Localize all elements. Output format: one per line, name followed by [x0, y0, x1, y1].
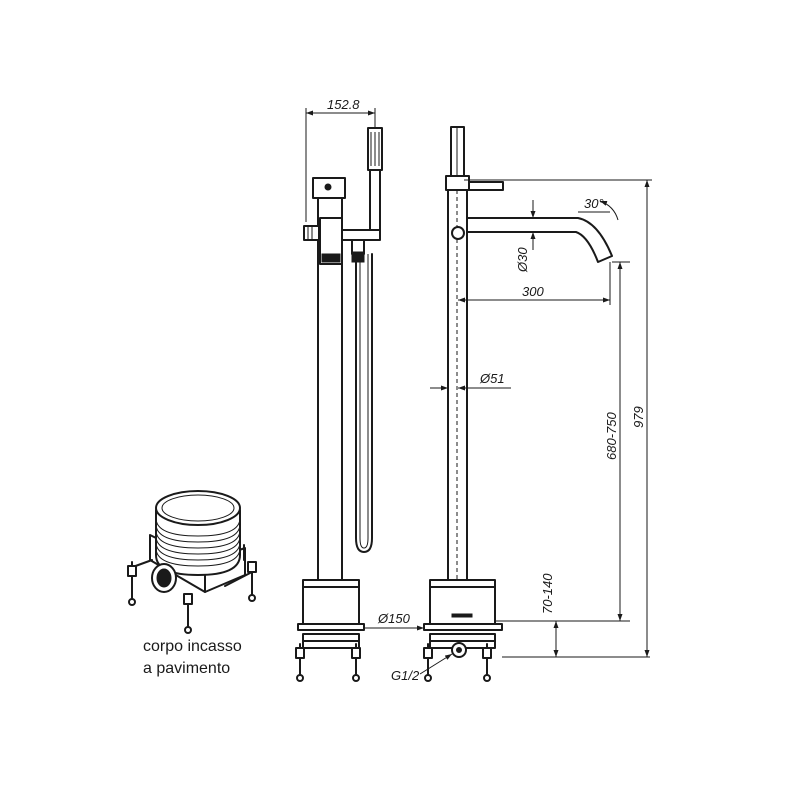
dim-spout-reach: 300 — [522, 284, 544, 299]
dim-total-height: 979 — [631, 406, 646, 428]
side-floor-plate — [297, 623, 365, 631]
side-base-body — [302, 586, 360, 625]
front-mixer-body — [445, 175, 470, 191]
front-lever — [468, 181, 504, 191]
side-hand-shower-handle — [369, 169, 381, 231]
side-spout-outlet — [321, 253, 341, 263]
front-base-body — [429, 586, 496, 625]
embedded-cap — [155, 490, 241, 526]
side-hose-nut — [351, 251, 365, 263]
side-shower-holder — [341, 229, 381, 241]
side-base-flange — [302, 579, 360, 588]
front-view: 30° Ø30 300 Ø51 Ø150 G1/2 — [365, 126, 652, 683]
front-logo-mark — [451, 613, 473, 618]
embedded-bracket-right — [224, 571, 253, 587]
caption-line-1: corpo incasso — [143, 638, 242, 655]
embedded-body-illustration — [127, 490, 257, 634]
front-diverter — [451, 226, 465, 240]
dim-spout-diameter: Ø30 — [515, 247, 530, 273]
side-lever-hole — [324, 183, 332, 191]
side-hose — [355, 253, 373, 553]
embedded-body-caption: corpo incasso a pavimento — [143, 636, 242, 680]
dim-flange-height: 70-140 — [540, 573, 555, 614]
side-view: 152.8 — [295, 97, 383, 682]
dim-column-diameter: Ø51 — [479, 371, 505, 386]
dim-handshower-offset: 152.8 — [327, 97, 360, 112]
dim-inlet-thread: G1/2 — [391, 668, 420, 683]
dim-spout-angle: 30° — [584, 196, 604, 211]
front-base-flange — [429, 579, 496, 588]
front-floor-plate — [423, 623, 503, 631]
front-spout — [466, 217, 613, 263]
dim-base-diameter: Ø150 — [377, 611, 411, 626]
dim-spout-height: 680-750 — [604, 412, 619, 460]
caption-line-2: a pavimento — [143, 660, 231, 677]
angle-arc — [599, 200, 619, 221]
